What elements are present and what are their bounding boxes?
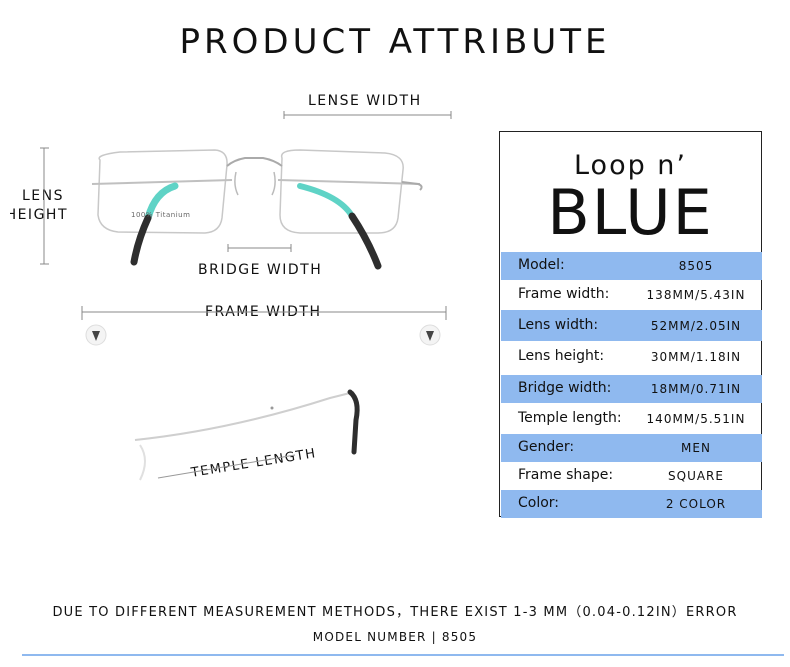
spec-label: Lens width: — [518, 317, 599, 333]
spec-row-bridge-width: Bridge width: 18MM/0.71IN — [501, 375, 762, 403]
spec-label: Bridge width: — [518, 380, 612, 396]
bottom-divider — [22, 654, 784, 656]
bridge-width-label: BRIDGE WIDTH — [198, 262, 323, 278]
spec-card: Loop n’ BLUE Model: 8505 Frame width: 13… — [499, 131, 762, 518]
lense-width-label: LENSE WIDTH — [308, 93, 422, 109]
temple-side-view — [134, 389, 360, 481]
screw-detail-right — [419, 324, 441, 346]
spec-value: 18MM/0.71IN — [650, 382, 742, 396]
spec-label: Color: — [518, 495, 560, 511]
spec-value: 8505 — [678, 259, 714, 273]
temple-tip-right — [348, 212, 382, 270]
spec-row-model: Model: 8505 — [501, 252, 762, 280]
spec-row-frame-shape: Frame shape: SQUARE — [501, 462, 762, 490]
spec-value: 52MM/2.05IN — [650, 319, 742, 333]
left-lens — [97, 149, 228, 234]
lens-height-dimension-line — [40, 147, 49, 265]
spec-row-color: Color: 2 COLOR — [501, 490, 762, 518]
spec-label: Temple length: — [518, 410, 622, 426]
bridge — [226, 157, 283, 167]
spec-row-gender: Gender: MEN — [501, 434, 762, 462]
spec-value: 138MM/5.43IN — [646, 288, 746, 302]
spec-row-temple-length: Temple length: 140MM/5.51IN — [501, 405, 762, 433]
spec-label: Frame shape: — [518, 467, 614, 483]
bridge-width-dimension-line — [227, 244, 292, 252]
frame-print: 100% Titanium — [131, 211, 191, 219]
frame-width-dimension-line — [81, 306, 447, 320]
spec-value: MEN — [681, 441, 711, 455]
brand-name-line2: BLUE — [547, 176, 714, 249]
lens-height-label-line1: LENS — [22, 188, 65, 204]
spec-row-lens-width: Lens width: 52MM/2.05IN — [501, 310, 762, 341]
spec-label: Model: — [518, 257, 565, 273]
measurement-disclaimer: DUE TO DIFFERENT MEASUREMENT METHODS，THE… — [52, 605, 738, 620]
screw-detail-left — [85, 324, 107, 346]
spec-value: SQUARE — [668, 469, 724, 483]
spec-value: 30MM/1.18IN — [650, 350, 742, 364]
right-lens — [279, 149, 404, 234]
lense-width-dimension-line — [283, 111, 452, 119]
brand-name-line1: Loop n’ — [573, 150, 688, 181]
spec-row-lens-height: Lens height: 30MM/1.18IN — [501, 343, 762, 371]
model-number-line: MODEL NUMBER | 8505 — [312, 630, 478, 644]
spec-label: Lens height: — [518, 348, 605, 364]
spec-label: Gender: — [518, 439, 575, 455]
spec-label: Frame width: — [518, 286, 610, 302]
spec-row-frame-width: Frame width: 138MM/5.43IN — [501, 281, 762, 309]
spec-value: 2 COLOR — [665, 497, 727, 511]
spec-value: 140MM/5.51IN — [646, 412, 746, 426]
page-title: PRODUCT ATTRIBUTE — [179, 22, 611, 62]
lens-height-label-line2: HEIGHT — [10, 207, 68, 223]
nose-pads — [234, 171, 276, 196]
temple-tip-left — [130, 214, 152, 266]
temple-arm-accent — [144, 182, 179, 222]
glasses-illustration — [40, 111, 452, 481]
